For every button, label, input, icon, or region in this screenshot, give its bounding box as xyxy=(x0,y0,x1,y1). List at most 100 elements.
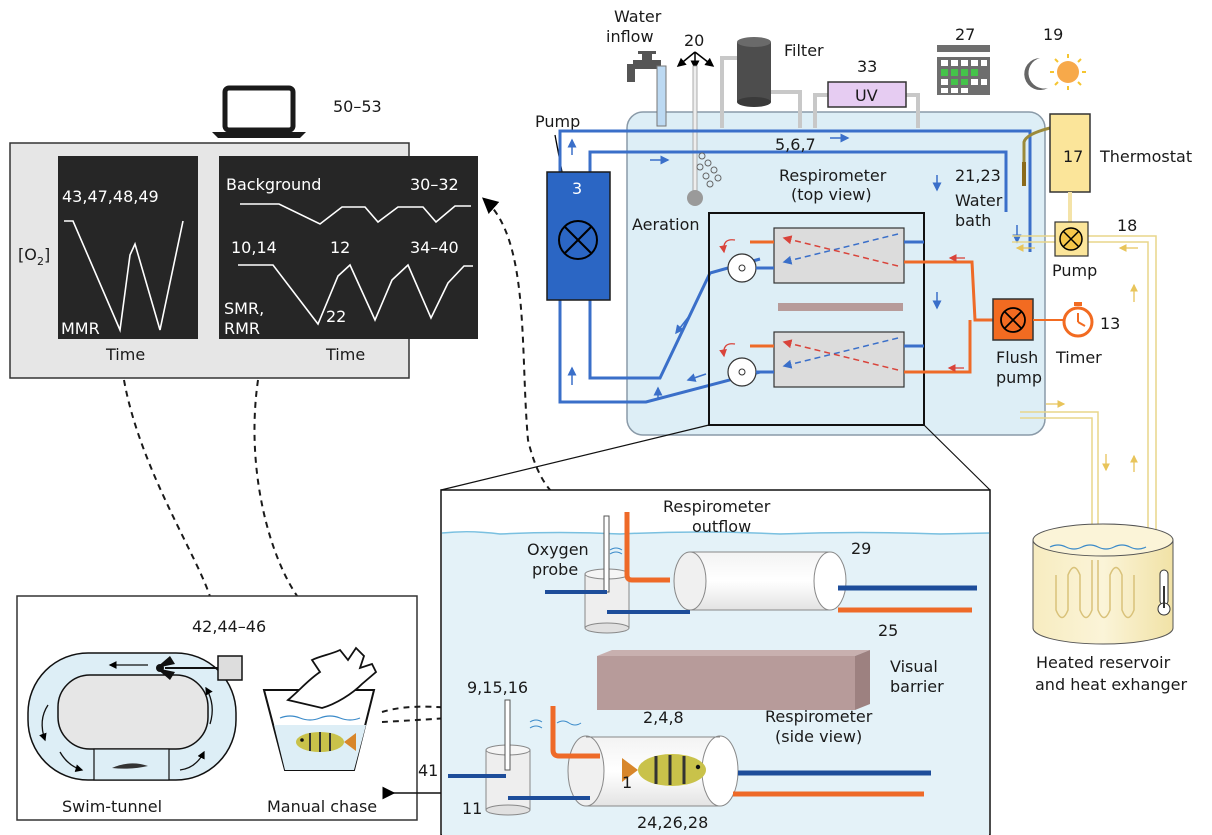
label-17: 17 xyxy=(1063,147,1083,166)
label-resp-out-2: outflow xyxy=(692,517,751,536)
oxygen-probe-lower xyxy=(485,699,531,816)
label-water-bath-1: Water xyxy=(955,191,1003,210)
label-42-46: 42,44–46 xyxy=(192,617,266,636)
label-3: 3 xyxy=(572,179,582,198)
svg-text:2: 2 xyxy=(37,255,44,268)
thermometer-icon xyxy=(1157,569,1171,616)
oxygen-probe-upper xyxy=(584,515,630,634)
label-resp-top-2: (top view) xyxy=(791,185,872,204)
label-27: 27 xyxy=(955,25,975,44)
thermostat-probe xyxy=(1022,126,1051,186)
smr-trace xyxy=(238,263,473,326)
swim-tunnel xyxy=(27,652,243,781)
label-20: 20 xyxy=(684,31,704,50)
label-10-14: 10,14 xyxy=(231,238,277,257)
label-18: 18 xyxy=(1117,216,1137,235)
label-30-32: 30–32 xyxy=(410,175,459,194)
pump-3-rotor-icon xyxy=(558,220,598,260)
hand-icon xyxy=(286,646,378,709)
graph1-xlabel: Time xyxy=(105,345,145,364)
label-21-23: 21,23 xyxy=(955,166,1001,185)
moon-icon xyxy=(1024,58,1048,90)
label-34-40: 34–40 xyxy=(410,238,459,257)
label-swim-tunnel: Swim-tunnel xyxy=(62,797,162,816)
label-9-15-16: 9,15,16 xyxy=(467,678,528,697)
label-water-bath-2: bath xyxy=(955,211,991,230)
heated-reservoir xyxy=(1032,523,1174,645)
air-bubbles xyxy=(696,152,722,188)
label-1: 1 xyxy=(622,773,632,792)
label-43-49: 43,47,48,49 xyxy=(62,187,159,206)
blue-pipe-loop xyxy=(558,129,1032,404)
label-13: 13 xyxy=(1100,314,1120,333)
label-inflow: inflow xyxy=(606,27,654,46)
label-filter: Filter xyxy=(784,41,824,60)
label-24-26-28: 24,26,28 xyxy=(637,813,708,832)
label-2-4-8: 2,4,8 xyxy=(643,708,684,727)
faucet-icon xyxy=(627,51,667,127)
label-flush-2: pump xyxy=(996,368,1042,387)
label-pump-top: Pump xyxy=(535,112,580,131)
air-stone xyxy=(687,190,703,206)
label-mmr: MMR xyxy=(61,319,100,338)
respirometer-top-view-box xyxy=(708,212,925,426)
heater-pump xyxy=(1054,221,1089,257)
label-water: Water xyxy=(614,7,662,26)
graph2-xlabel: Time xyxy=(325,345,365,364)
label-41: 41 xyxy=(418,761,438,780)
svg-text:]: ] xyxy=(44,245,50,264)
label-manual-chase: Manual chase xyxy=(267,797,377,816)
label-background: Background xyxy=(226,175,321,194)
perch-fish-respirometer-icon xyxy=(622,754,706,786)
label-pump-right: Pump xyxy=(1052,261,1097,280)
label-smr: SMR, xyxy=(224,299,264,318)
visual-barrier-top xyxy=(778,303,903,311)
dashed-link-chase xyxy=(253,379,301,601)
yellow-pipe-system xyxy=(1012,235,1157,600)
label-29: 29 xyxy=(851,539,871,558)
uv-steriliser xyxy=(827,81,907,108)
label-33: 33 xyxy=(857,57,877,76)
thermostat xyxy=(1049,113,1091,193)
label-visual: Visual xyxy=(890,657,938,676)
timer-icon xyxy=(1033,302,1094,338)
visual-barrier xyxy=(597,650,870,710)
dashed-link-swim xyxy=(123,379,212,601)
calendar-icon xyxy=(937,45,990,95)
background-trace xyxy=(240,203,471,225)
label-12: 12 xyxy=(330,238,350,257)
perch-fish-icon xyxy=(296,732,356,752)
probe-chamber-1 xyxy=(727,253,757,283)
label-resp-side-1: Respirometer xyxy=(765,707,873,726)
mmr-graph xyxy=(58,156,198,339)
label-19: 19 xyxy=(1043,25,1063,44)
outflow-pipe-upper xyxy=(624,512,670,583)
air-tube xyxy=(692,65,698,192)
label-barrier: barrier xyxy=(890,677,944,696)
label-resp-side-2: (side view) xyxy=(775,727,862,746)
svg-text:[O: [O xyxy=(18,245,37,264)
label-25: 25 xyxy=(878,621,898,640)
label-oxy-2: probe xyxy=(532,560,578,579)
respirometer-top-2 xyxy=(773,331,905,388)
label-timer: Timer xyxy=(1055,348,1102,367)
outflow-pipe-lower xyxy=(550,706,600,759)
label-thermostat: Thermostat xyxy=(1099,147,1192,166)
sun-icon xyxy=(1050,54,1086,90)
filter-icon xyxy=(720,37,802,128)
label-heated-2: and heat exhanger xyxy=(1035,675,1187,694)
label-oxy-1: Oxygen xyxy=(527,540,589,559)
respirometer-side-upper xyxy=(673,551,847,611)
label-11: 11 xyxy=(462,799,482,818)
label-22: 22 xyxy=(326,307,346,326)
label-50-53: 50–53 xyxy=(333,97,382,116)
label-resp-top-1: Respirometer xyxy=(779,166,887,185)
probe-chamber-2 xyxy=(727,357,757,387)
label-aeration: Aeration xyxy=(632,215,700,234)
label-flush-1: Flush xyxy=(996,348,1038,367)
flush-pump-rotor-icon xyxy=(1000,307,1026,333)
label-heated-1: Heated reservoir xyxy=(1036,653,1171,672)
label-resp-out-1: Respirometer xyxy=(663,497,771,516)
laptop-icon xyxy=(212,85,306,138)
respirometer-top-1 xyxy=(773,227,905,284)
